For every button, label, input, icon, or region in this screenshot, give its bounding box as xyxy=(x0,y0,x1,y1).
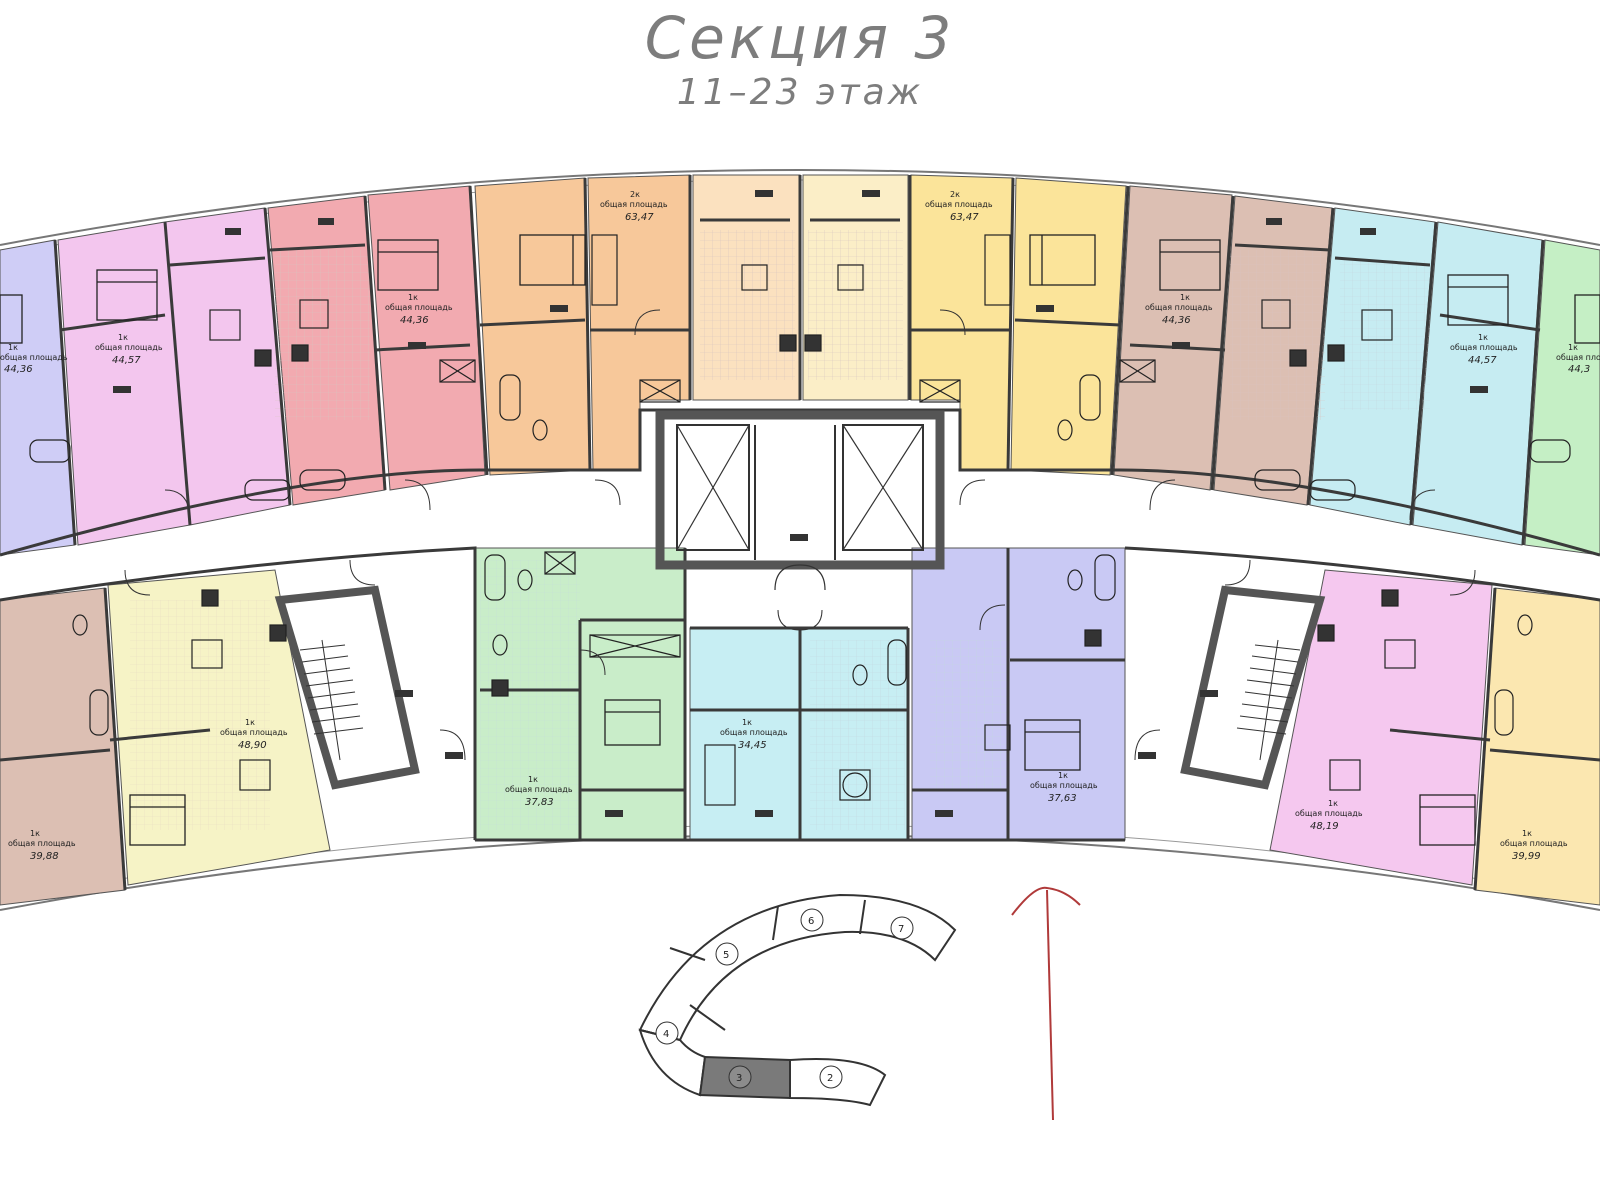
apt-a4-label: общая площадь xyxy=(600,200,668,209)
apt-b4-area: 34,45 xyxy=(738,740,767,751)
apt-a1-rooms: 1к xyxy=(8,343,18,352)
stairwell-left xyxy=(274,585,420,790)
fixtures xyxy=(29,234,1571,806)
apt-b1-rooms: 1к xyxy=(30,829,40,838)
apartment-a3 xyxy=(367,185,486,491)
apt-b4-rooms: 1к xyxy=(742,718,752,727)
apt-b6-area: 48,19 xyxy=(1310,821,1339,832)
apt-a7-area: 63,47 xyxy=(950,212,979,223)
apt-a3-area: 44,36 xyxy=(400,315,429,326)
apt-a8-rooms: 1к xyxy=(1180,293,1190,302)
apt-b3-rooms: 1к xyxy=(528,775,538,784)
north-arrow-icon xyxy=(1011,886,1081,1121)
apt-b1-area: 39,88 xyxy=(30,851,59,862)
apt-a3-label: общая площадь xyxy=(385,303,453,312)
apartment-labels: 1к общая площадь 44,36 1к общая площадь … xyxy=(0,190,1600,862)
apartment-a8 xyxy=(1113,185,1233,491)
apt-a9-area: 44,57 xyxy=(1468,355,1497,366)
apartment-a9 xyxy=(1412,221,1543,546)
beds xyxy=(0,234,1600,846)
apt-b6-rooms: 1к xyxy=(1328,799,1338,808)
doors xyxy=(124,309,1476,761)
upper-tiled-zones xyxy=(275,230,1430,420)
room-area-markers xyxy=(113,190,1488,817)
key-plan-section-5: 5 xyxy=(723,950,729,961)
apartment-b1 xyxy=(0,587,126,906)
apt-a2-area: 44,57 xyxy=(112,355,141,366)
apt-b2-label: общая площадь xyxy=(220,728,288,737)
lower-tiled-zones xyxy=(130,560,1010,830)
apt-b3-label: общая площадь xyxy=(505,785,573,794)
apt-a9-label: общая площадь xyxy=(1450,343,1518,352)
interior-walls xyxy=(0,175,1600,891)
apt-a2-label: общая площадь xyxy=(95,343,163,352)
apt-b2-area: 48,90 xyxy=(238,740,267,751)
apt-b5-rooms: 1к xyxy=(1058,771,1068,780)
apt-b4-label: общая площадь xyxy=(720,728,788,737)
key-plan-section-4: 4 xyxy=(663,1029,669,1040)
apt-b6-label: общая площадь xyxy=(1295,809,1363,818)
apt-b5-label: общая площадь xyxy=(1030,781,1098,790)
elevator-core xyxy=(655,410,945,591)
apt-a3-rooms: 1к xyxy=(408,293,418,302)
apt-a10-label: общая площадь xyxy=(1556,353,1600,362)
section-key-plan: 2 3 4 5 6 7 xyxy=(638,893,957,1107)
floor-range: 11–23 этаж xyxy=(676,72,924,113)
apt-a8-area: 44,36 xyxy=(1162,315,1191,326)
apt-b7-label: общая площадь xyxy=(1500,839,1568,848)
apt-b5-area: 37,63 xyxy=(1048,793,1077,804)
apt-b1-label: общая площадь xyxy=(8,839,76,848)
apt-b7-area: 39,99 xyxy=(1512,851,1541,862)
key-plan-section-7: 7 xyxy=(898,924,904,935)
key-plan-section-6: 6 xyxy=(808,916,814,927)
apt-a4-area: 63,47 xyxy=(625,212,654,223)
apt-a1-area: 44,36 xyxy=(4,364,33,375)
key-plan-section-3: 3 xyxy=(736,1073,742,1084)
apt-b2-rooms: 1к xyxy=(245,718,255,727)
apt-a9-rooms: 1к xyxy=(1478,333,1488,342)
stairwell-right xyxy=(1180,585,1326,790)
plan-title: Секция 3 xyxy=(644,4,956,72)
apt-a7-label: общая площадь xyxy=(925,200,993,209)
apt-a1-label: общая площадь xyxy=(0,353,68,362)
apt-a7-rooms: 2к xyxy=(950,190,960,199)
apartment-b6 xyxy=(1269,569,1493,886)
apt-a4-rooms: 2к xyxy=(630,190,640,199)
apt-a10-area: 44,3 xyxy=(1568,364,1590,375)
apt-a2-rooms: 1к xyxy=(118,333,128,342)
apartment-a7 xyxy=(1010,177,1127,476)
apt-a8-label: общая площадь xyxy=(1145,303,1213,312)
apt-a10-rooms: 1к xyxy=(1568,343,1578,352)
apt-b3-area: 37,83 xyxy=(525,797,554,808)
apt-b7-rooms: 1к xyxy=(1522,829,1532,838)
key-plan-section-2: 2 xyxy=(827,1073,833,1084)
